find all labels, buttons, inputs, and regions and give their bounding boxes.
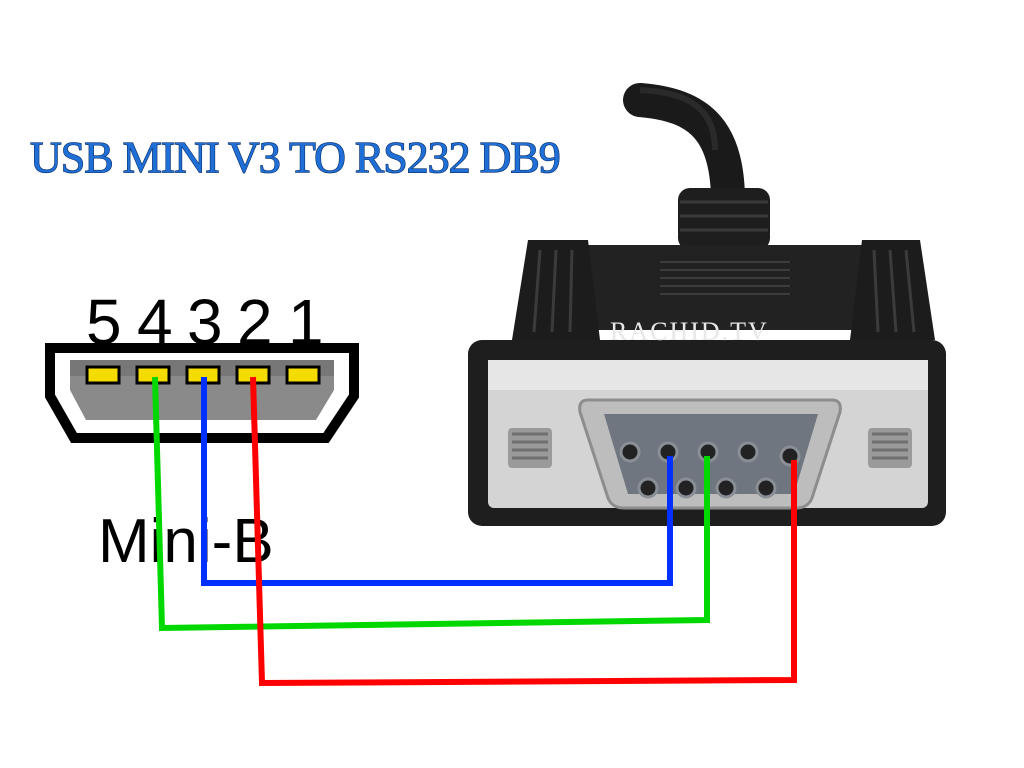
mini-b-shell <box>45 343 359 443</box>
mini-b-label: Mini-B <box>98 507 274 576</box>
right-screw <box>868 428 912 468</box>
wire-green <box>152 376 710 632</box>
mini-b-pins <box>85 365 321 385</box>
wires <box>152 376 797 687</box>
pin-pad-1 <box>285 365 321 385</box>
pin-pad-5 <box>85 365 121 385</box>
db9-connector: RACHID.TV <box>468 83 946 526</box>
diagram-title: USB MINI V3 TO RS232 DB9 <box>30 133 560 182</box>
connector-hood <box>560 245 880 330</box>
wire-blue <box>201 377 673 586</box>
left-screw <box>508 428 552 468</box>
wire-red <box>250 376 797 687</box>
strain-relief <box>678 188 770 250</box>
watermark: RACHID.TV <box>610 317 769 346</box>
cable <box>623 83 746 227</box>
